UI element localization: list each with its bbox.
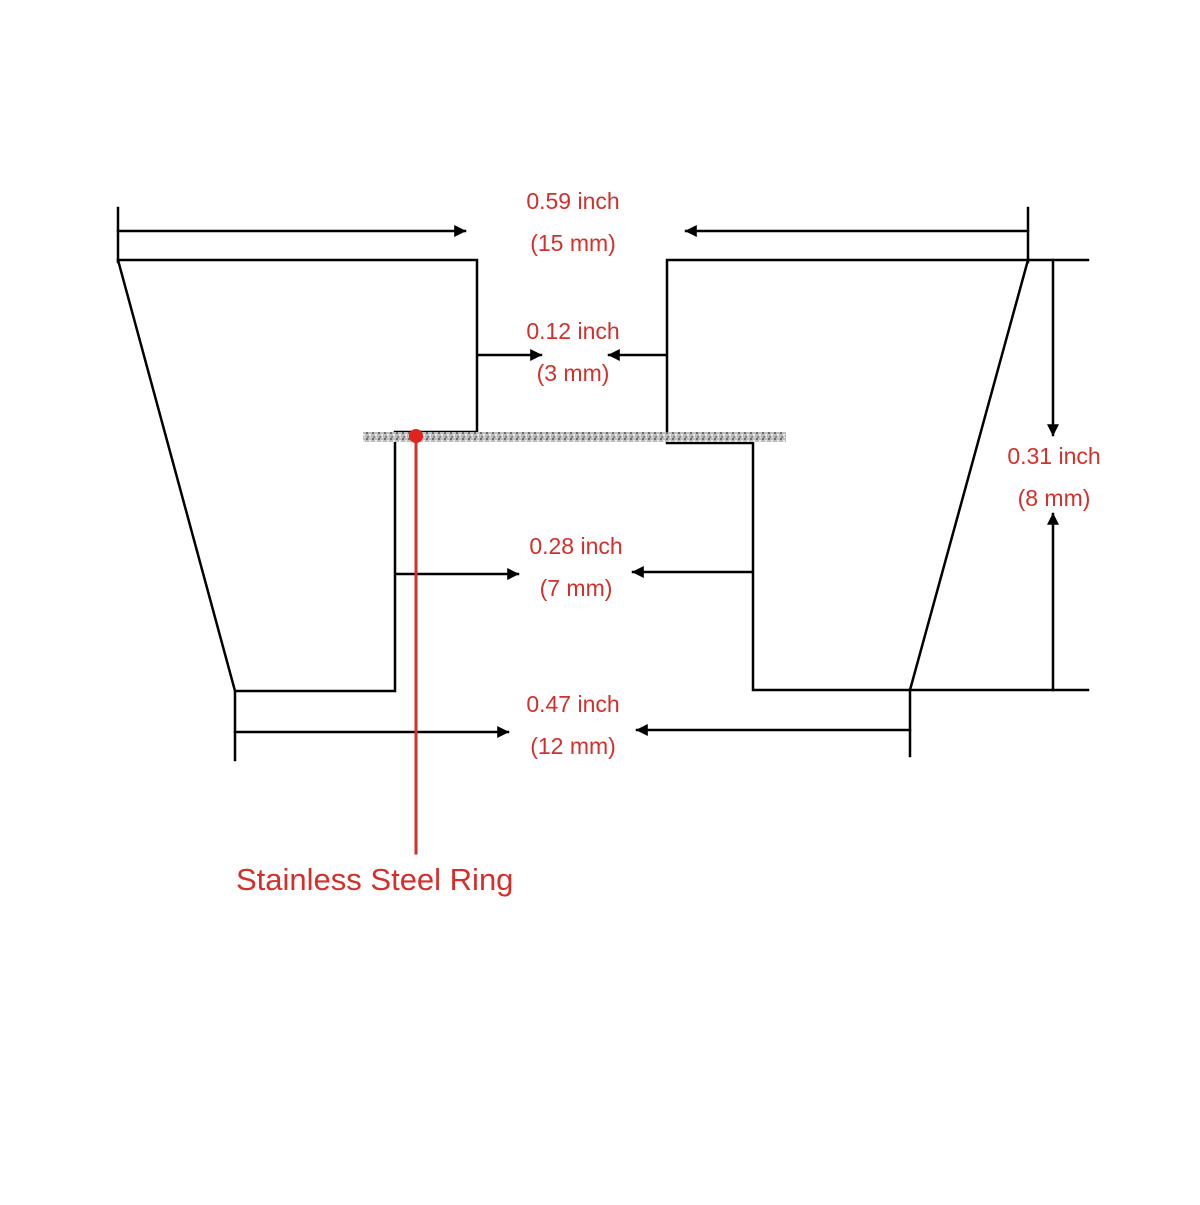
gap-width-mm-label: (3 mm) xyxy=(536,360,610,386)
height-inch-label: 0.31 inch xyxy=(1007,443,1101,469)
inner-width-inch-label: 0.28 inch xyxy=(529,533,623,559)
body-left-outline xyxy=(116,258,479,693)
inner-width-mm-label: (7 mm) xyxy=(539,575,613,601)
bottom-width-mm-label: (12 mm) xyxy=(530,733,616,759)
ring-callout-label: Stainless Steel Ring xyxy=(236,862,514,897)
height-mm-label: (8 mm) xyxy=(1017,485,1091,511)
stainless-steel-ring xyxy=(363,432,786,442)
gap-width-inch-label: 0.12 inch xyxy=(526,318,620,344)
bottom-width-inch-label: 0.47 inch xyxy=(526,691,620,717)
top-width-inch-label: 0.59 inch xyxy=(526,188,620,214)
body-right-outline xyxy=(665,258,1030,692)
ring-callout-dot xyxy=(409,429,423,443)
top-width-mm-label: (15 mm) xyxy=(530,230,616,256)
